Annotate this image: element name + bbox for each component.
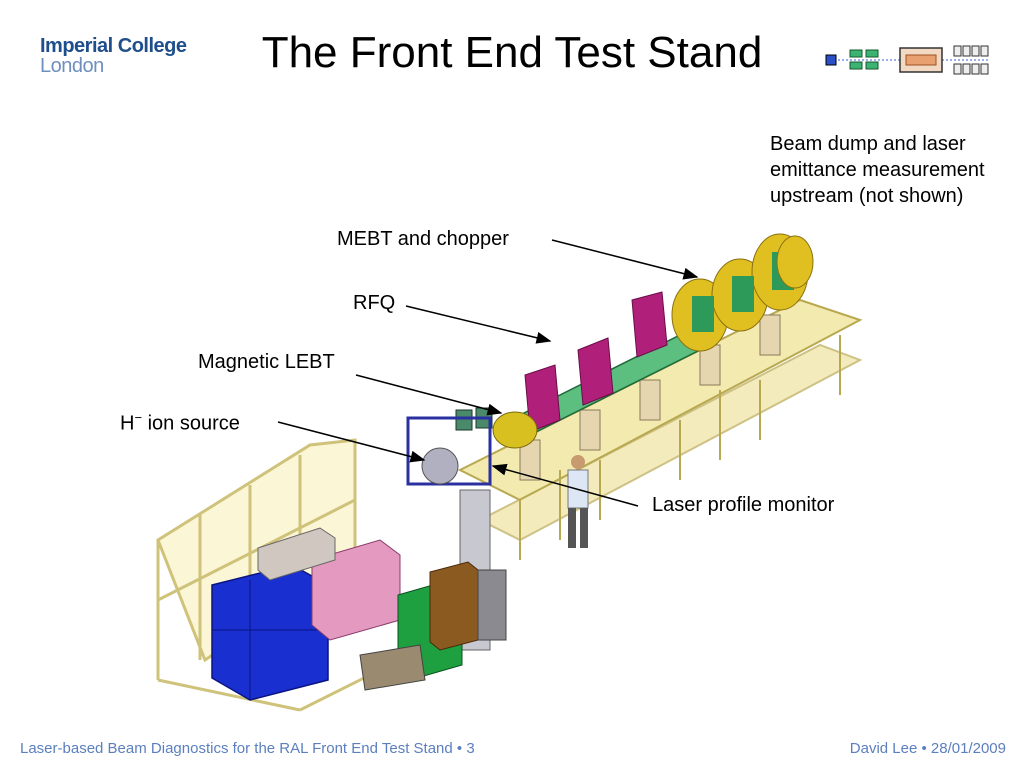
- logo-line-1: Imperial College: [40, 35, 187, 57]
- label-beam-dump-line-2: emittance measurement: [770, 159, 985, 181]
- arrow-rfq: [405, 305, 552, 344]
- footer-left: Laser-based Beam Diagnostics for the RAL…: [20, 740, 475, 757]
- label-ion-source: H− ion source: [120, 405, 240, 437]
- label-ion-source-h: H: [120, 412, 135, 435]
- slide-title: The Front End Test Stand: [0, 28, 1024, 78]
- label-beam-dump: Beam dump and laser emittance measuremen…: [770, 131, 985, 209]
- beamline-schematic-icon: [825, 45, 990, 75]
- footer-right: David Lee • 28/01/2009: [849, 740, 1006, 757]
- imperial-college-logo: Imperial College London: [40, 36, 187, 76]
- label-ion-source-rest: ion source: [142, 412, 240, 435]
- label-beam-dump-line-3: upstream (not shown): [770, 185, 964, 207]
- arrow-laser-profile: [491, 463, 639, 507]
- label-beam-dump-line-1: Beam dump and laser: [770, 133, 966, 155]
- label-mebt: MEBT and chopper: [337, 228, 509, 250]
- arrow-mebt: [551, 239, 699, 280]
- label-lebt: Magnetic LEBT: [198, 351, 335, 373]
- label-laser-profile-monitor: Laser profile monitor: [652, 494, 835, 516]
- label-rfq: RFQ: [353, 292, 396, 314]
- slide-title-text: The Front End Test Stand: [261, 28, 763, 77]
- arrow-lebt: [355, 374, 503, 416]
- arrow-ion-source: [277, 421, 426, 463]
- logo-line-2: London: [40, 55, 104, 77]
- label-ion-source-sup: −: [134, 410, 143, 425]
